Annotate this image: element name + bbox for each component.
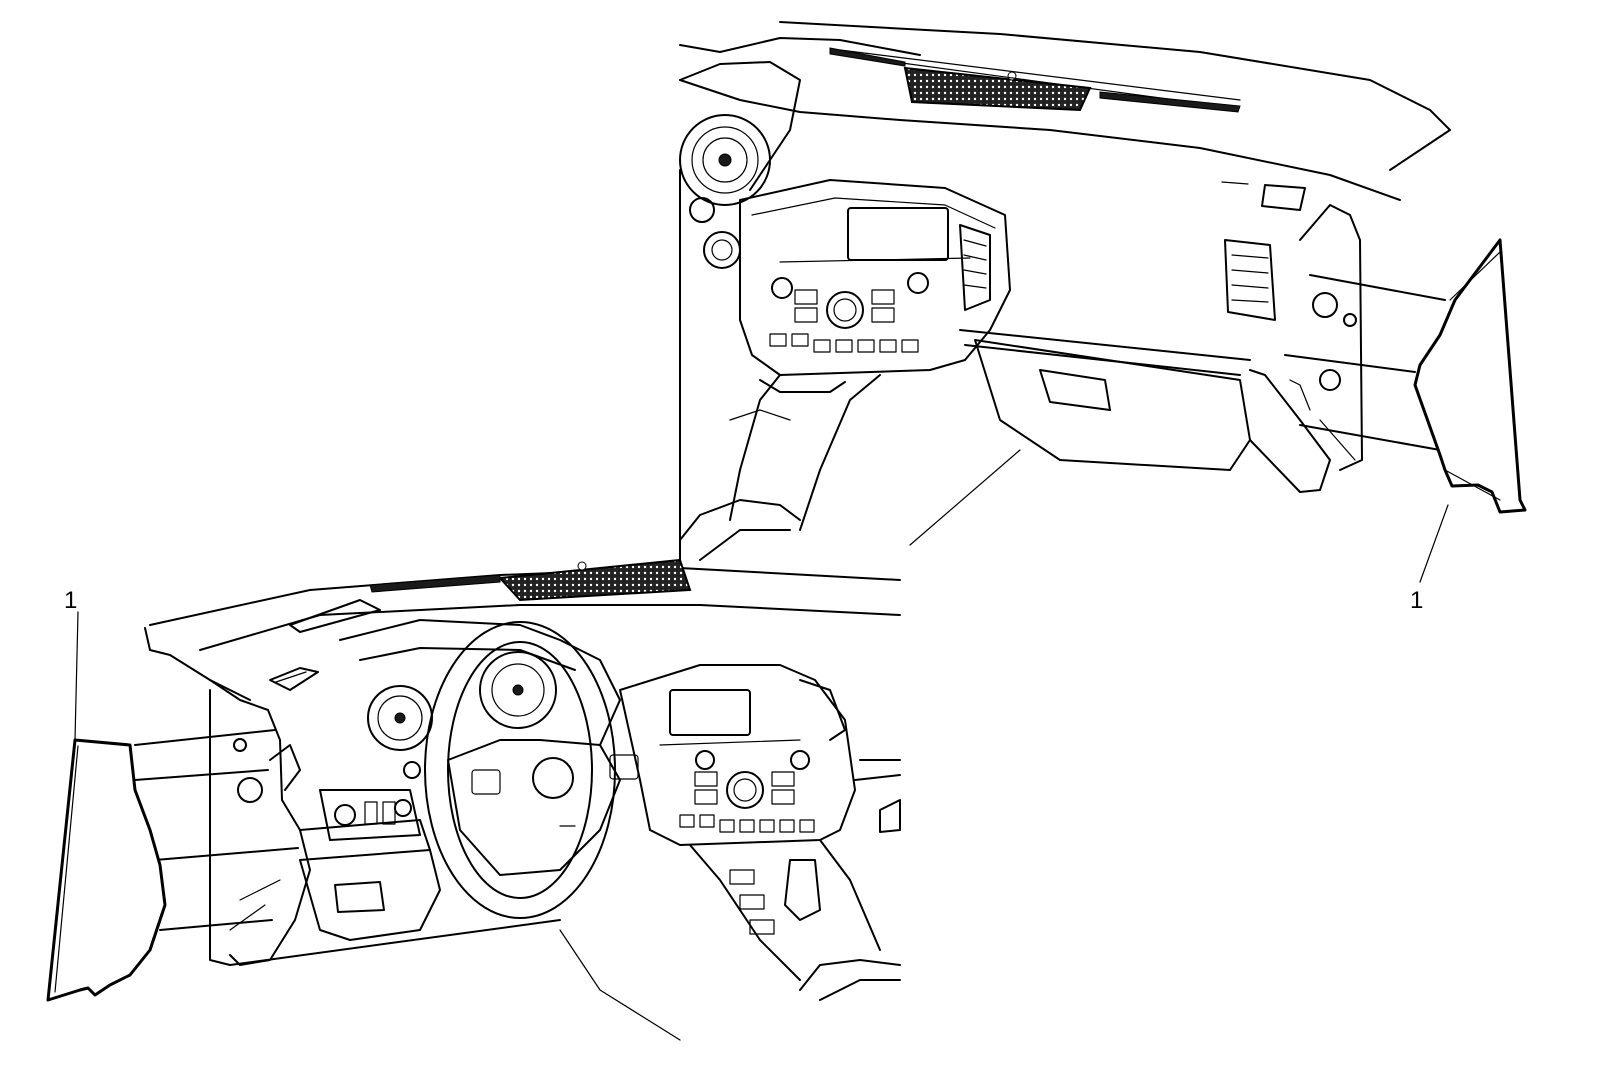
callout-label-right: 1	[1410, 587, 1423, 614]
passenger-vent	[1224, 239, 1276, 321]
instrument-panel-end-cap-left	[46, 738, 167, 1002]
gear-shifter	[784, 859, 821, 921]
radio-controls	[769, 272, 929, 353]
lower-view-driver-side: 1	[46, 558, 901, 1041]
radio-controls-lower	[679, 750, 815, 833]
defrost-grille-lower	[497, 558, 692, 602]
gauge-cluster	[679, 114, 771, 206]
tachometer	[479, 651, 557, 729]
light-switch-panel	[319, 789, 421, 841]
instrument-panel-end-cap-right	[1413, 238, 1527, 514]
center-display	[847, 207, 949, 261]
upper-view-passenger-side: 1	[679, 21, 1527, 614]
glovebox-handle	[1039, 369, 1111, 411]
defrost-grille	[903, 66, 1092, 112]
glovebox	[974, 339, 1251, 471]
steering-wheel-hub	[532, 757, 574, 799]
steering-wheel	[424, 621, 639, 919]
center-display-lower	[669, 689, 751, 736]
center-stack-lower	[619, 664, 856, 846]
callout-label-left: 1	[64, 587, 77, 614]
